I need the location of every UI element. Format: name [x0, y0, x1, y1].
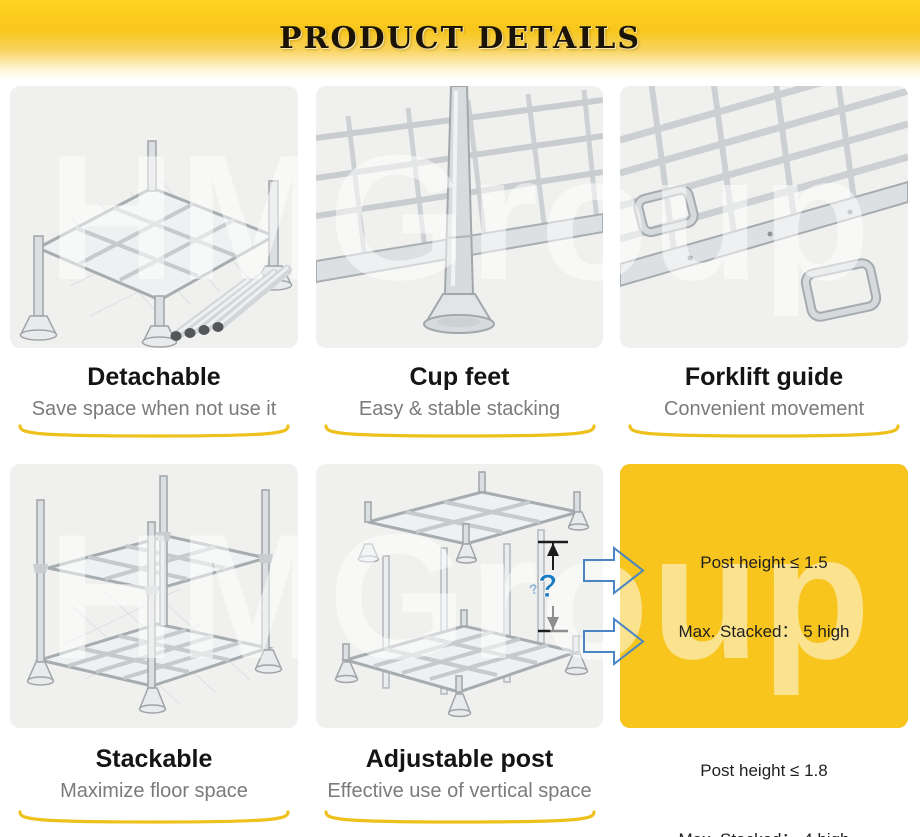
detachable-rack-drawing [19, 140, 293, 348]
underline-arc [324, 424, 596, 438]
underline-arc [18, 810, 290, 824]
spec-result: Max. Stacked： 4 high [620, 828, 908, 837]
cup-feet-product-image [316, 86, 603, 348]
right-arrow-icon [583, 617, 645, 666]
adjustable-post-drawing: ? ? [334, 471, 590, 718]
spec-result: Max. Stacked： 5 high [678, 622, 850, 641]
header-banner: PRODUCT DETAILS [0, 0, 920, 80]
question-mark-small: ? [527, 580, 539, 598]
card-title-forklift-guide: Forklift guide [684, 363, 844, 391]
right-arrow-icon [583, 546, 645, 595]
underline-arc [324, 810, 596, 824]
card-subtitle-detachable: Save space when not use it [31, 398, 277, 420]
height-dimension-arrow [538, 540, 568, 633]
adjustable-post-product-image: ? ? [316, 464, 603, 728]
card-subtitle-stackable: Maximize floor space [60, 780, 248, 802]
forklift-guide-product-image [620, 86, 908, 348]
underline-arc [628, 424, 900, 438]
detached-posts-bundle [170, 265, 292, 341]
detachable-product-image [10, 86, 298, 348]
stacking-spec-box [620, 464, 908, 728]
card-title-detachable: Detachable [87, 363, 221, 391]
loose-posts [382, 529, 545, 695]
forklift-guide-loops [633, 184, 882, 322]
spec-entry-2: Post height ≤ 1.8 Max. Stacked： 4 high [620, 713, 908, 837]
card-subtitle-adjustable-post: Effective use of vertical space [327, 780, 592, 802]
stackable-rack-drawing [26, 475, 283, 714]
card-title-stackable: Stackable [95, 745, 213, 773]
forklift-guide-drawing [620, 86, 908, 322]
cup-feet-drawing [316, 86, 603, 334]
stacking-spec-entries: Post height ≤ 1.5 Max. Stacked： 5 high P… [620, 464, 908, 837]
card-title-adjustable-post: Adjustable post [365, 745, 554, 773]
spec-entry-1: Post height ≤ 1.5 Max. Stacked： 5 high [620, 505, 908, 689]
page-title: PRODUCT DETAILS [278, 21, 642, 56]
spec-condition: Post height ≤ 1.8 [700, 761, 828, 780]
card-subtitle-forklift-guide: Convenient movement [663, 398, 865, 420]
underline-arc [18, 424, 290, 438]
card-subtitle-cup-feet: Easy & stable stacking [358, 398, 561, 420]
stackable-product-image [10, 464, 298, 728]
card-title-cup-feet: Cup feet [409, 363, 510, 391]
question-mark-icon: ? [538, 568, 558, 604]
spec-condition: Post height ≤ 1.5 [700, 553, 828, 572]
